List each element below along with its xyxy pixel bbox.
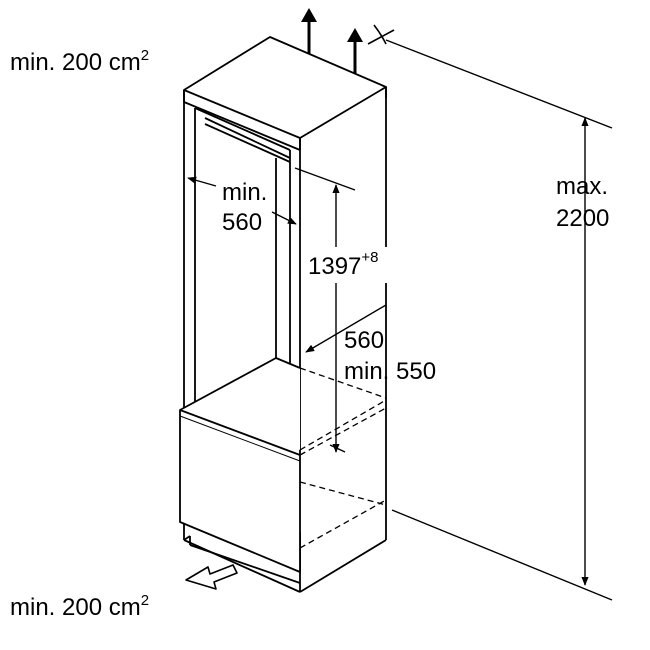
svg-text:min.: min. <box>222 179 267 206</box>
vent-arrow-top-1 <box>301 8 317 54</box>
svg-text:1397+8: 1397+8 <box>308 249 379 280</box>
svg-text:2200: 2200 <box>556 205 609 232</box>
hidden-edges <box>299 367 387 549</box>
svg-text:max.: max. <box>556 173 608 200</box>
dimension-max-height <box>367 24 613 601</box>
appliance-front-panel <box>179 409 301 573</box>
dimension-niche-height <box>294 167 356 453</box>
vent-arrow-bottom <box>185 564 238 590</box>
svg-text:min. 200 cm2: min. 200 cm2 <box>10 47 149 76</box>
label-niche-height: 1397+8 <box>306 247 402 283</box>
svg-text:560: 560 <box>344 327 384 354</box>
label-vent-bottom: min. 200 cm2 <box>10 592 149 621</box>
label-niche-width: min. 560 <box>222 179 267 236</box>
label-vent-top: min. 200 cm2 <box>10 47 149 76</box>
label-max-height: max. 2200 <box>556 173 609 232</box>
dimension-niche-depth <box>305 304 387 353</box>
appliance-top <box>180 358 300 450</box>
svg-text:560: 560 <box>222 209 262 236</box>
dimension-niche-width <box>187 176 297 225</box>
svg-text:min. 550: min. 550 <box>344 358 436 385</box>
appliance <box>179 357 301 573</box>
svg-text:min. 200 cm2: min. 200 cm2 <box>10 592 149 621</box>
cabinet-housing <box>183 36 387 593</box>
vent-arrow-top-2 <box>347 28 363 74</box>
label-niche-depth: 560 min. 550 <box>344 327 436 385</box>
